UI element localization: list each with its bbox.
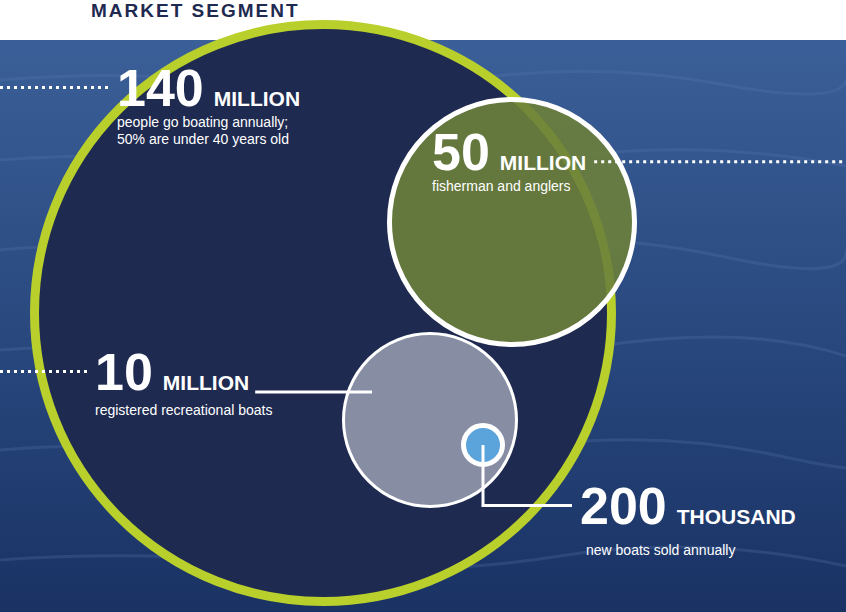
description-text: registered recreational boats bbox=[95, 402, 325, 419]
segment-circle: 50MILLION fisherman and anglers bbox=[387, 97, 637, 347]
market-circle: 140MILLION people go boating annually; 50… bbox=[30, 20, 616, 606]
leader-line bbox=[255, 391, 372, 394]
dotted-leader bbox=[594, 160, 846, 163]
leader-line bbox=[483, 445, 572, 505]
circle-shape bbox=[390, 100, 635, 345]
circle-shape bbox=[344, 334, 517, 507]
figure-number: 10 bbox=[95, 346, 153, 398]
figure-unit: MILLION bbox=[214, 88, 300, 109]
figure-number: 200 bbox=[580, 480, 667, 532]
description-text: new boats sold annually bbox=[586, 542, 826, 559]
circle-outline bbox=[387, 97, 637, 347]
dotted-leader bbox=[0, 86, 109, 89]
figure-unit: MILLION bbox=[163, 372, 249, 393]
figure-unit: MILLION bbox=[500, 152, 586, 173]
segment-circle: 10MILLIONregistered recreational boats20… bbox=[342, 332, 518, 508]
dotted-leader bbox=[0, 370, 87, 373]
figure-number: 50 bbox=[432, 126, 490, 178]
figure-number: 140 bbox=[117, 62, 204, 114]
description-text: people go boating annually; 50% are unde… bbox=[117, 114, 307, 148]
figure-unit: THOUSAND bbox=[677, 506, 796, 527]
description-text: fisherman and anglers bbox=[432, 178, 632, 195]
title: MARKET SEGMENT bbox=[91, 1, 300, 20]
circle-outline bbox=[342, 332, 518, 508]
